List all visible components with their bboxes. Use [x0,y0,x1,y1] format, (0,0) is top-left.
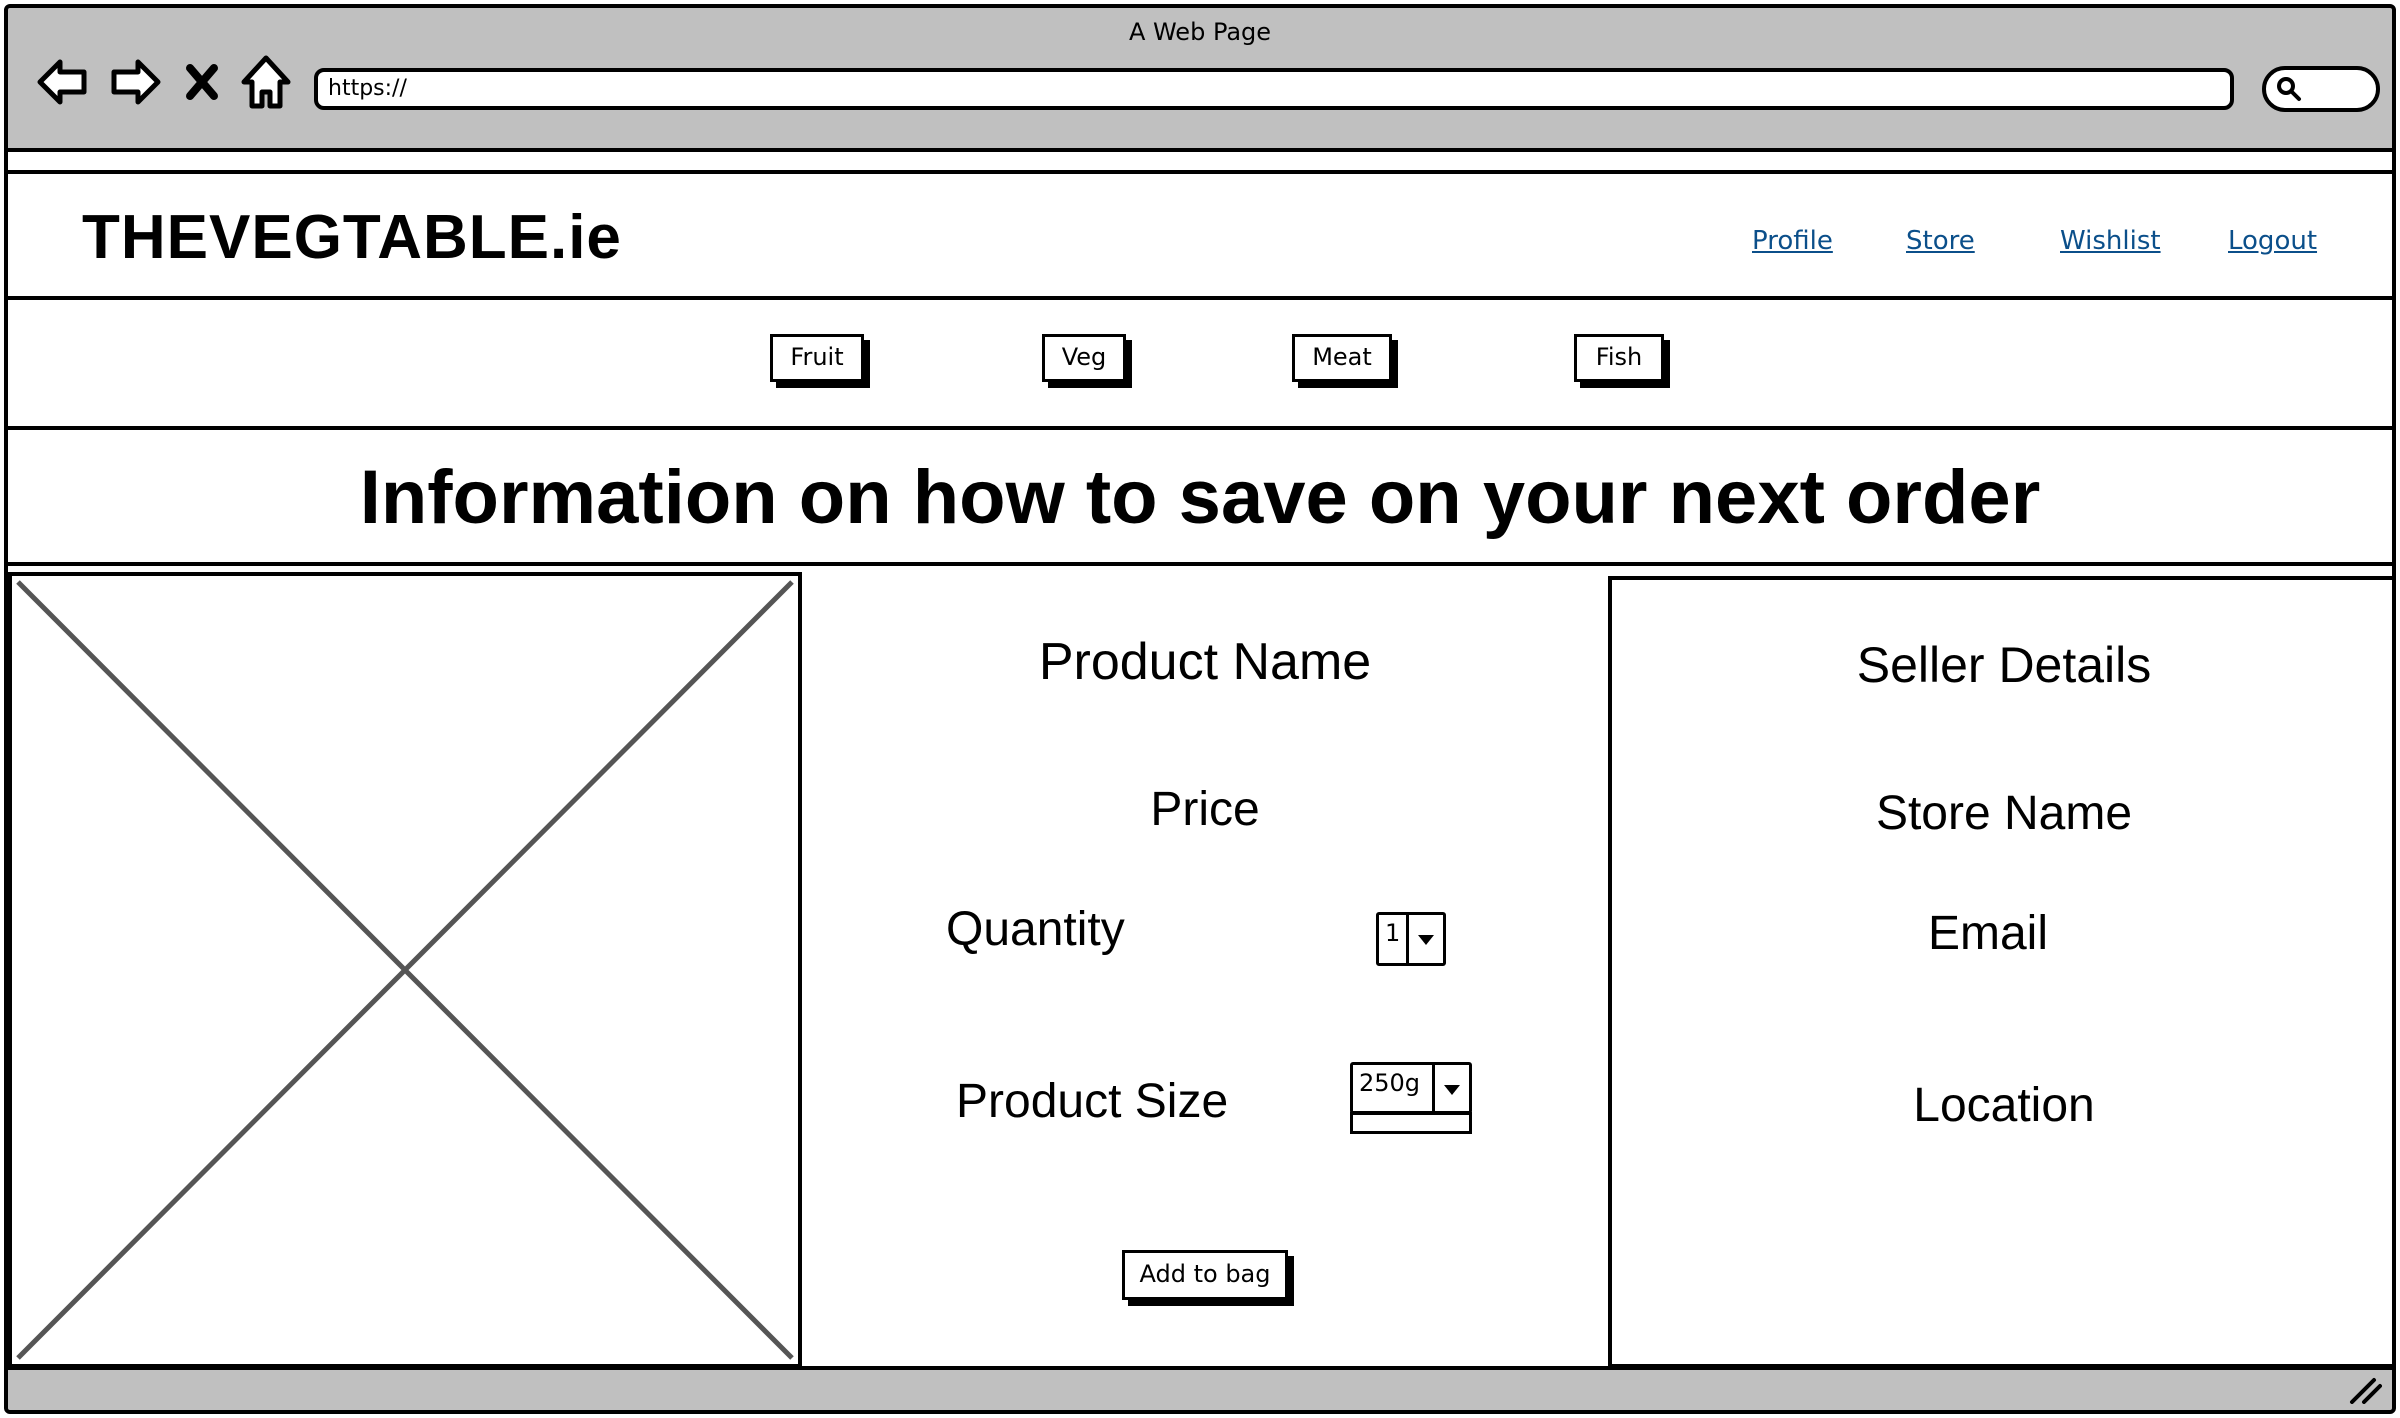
category-button-fish[interactable]: Fish [1574,334,1664,382]
nav-link-store[interactable]: Store [1906,226,1975,256]
product-size-value: 250g [1359,1069,1421,1097]
chevron-down-icon [1406,915,1443,963]
nav-link-logout[interactable]: Logout [2228,226,2318,256]
forward-arrow-icon[interactable] [108,52,164,112]
category-button-veg[interactable]: Veg [1042,334,1126,382]
search-icon [2277,77,2301,101]
product-size-select[interactable]: 250g [1350,1062,1472,1114]
product-name: Product Name [1038,633,1372,691]
category-button-fruit[interactable]: Fruit [770,334,864,382]
back-arrow-icon[interactable] [34,52,90,112]
promo-banner: Information on how to save on your next … [8,434,2392,566]
seller-details-heading: Seller Details [1856,637,2152,693]
quantity-value: 1 [1385,919,1401,947]
close-icon[interactable] [182,52,222,112]
site-logo[interactable]: THEVEGTABLE.ie [82,203,622,272]
top-strip [8,152,2392,174]
seller-panel: Seller Details Store Name Email Location [1608,576,2392,1368]
quantity-label: Quantity [946,903,1125,956]
product-panel: Product Name Price Quantity 1 Product Si… [802,572,1608,1368]
product-size-dropdown-list[interactable] [1350,1112,1472,1134]
page-content: THEVEGTABLE.ie Profile Store Wishlist Lo… [8,148,2392,1370]
site-header: THEVEGTABLE.ie Profile Store Wishlist Lo… [8,174,2392,300]
chevron-down-icon [1432,1065,1469,1111]
url-input[interactable]: https:// [314,68,2234,110]
quantity-select[interactable]: 1 [1376,912,1446,966]
product-price: Price [1150,783,1260,836]
nav-link-profile[interactable]: Profile [1752,226,1833,256]
product-size-label: Product Size [956,1075,1229,1128]
seller-email: Email [1927,907,2049,960]
product-image-placeholder [8,572,802,1368]
seller-store-name: Store Name [1875,787,2133,840]
search-button[interactable] [2262,66,2380,112]
add-to-bag-button[interactable]: Add to bag [1122,1250,1288,1300]
browser-window: A Web Page https:// THEVEGTABLE.ie Profi… [4,4,2396,1414]
home-icon[interactable] [238,52,294,112]
seller-location: Location [1913,1079,2095,1132]
resize-grip-icon[interactable] [2346,1374,2382,1404]
window-title: A Web Page [1128,18,1272,46]
category-button-meat[interactable]: Meat [1292,334,1392,382]
banner-text: Information on how to save on your next … [359,455,2041,540]
category-bar: Fruit Veg Meat Fish [8,304,2392,430]
nav-link-wishlist[interactable]: Wishlist [2060,226,2161,256]
